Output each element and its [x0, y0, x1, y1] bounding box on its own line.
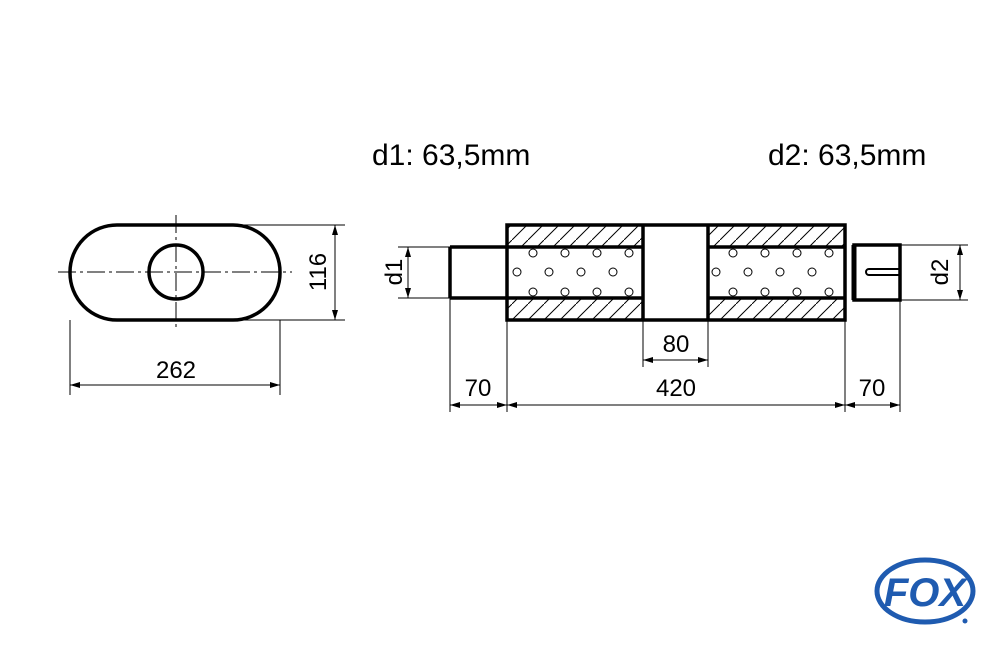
perforation-hole — [544, 267, 554, 277]
height-dim-text: 116 — [305, 253, 332, 291]
perforation-hole — [624, 287, 634, 297]
perforation-hole — [728, 248, 738, 258]
perforation-hole — [576, 267, 586, 277]
perforation-hole — [528, 287, 538, 297]
perforation-hole — [560, 287, 570, 297]
perforation-hole — [807, 267, 817, 277]
perforation-hole — [792, 248, 802, 258]
perforation-hole — [592, 248, 602, 258]
perforation-hole — [760, 248, 770, 258]
d2-diameter-label: d2: 63,5mm — [768, 139, 926, 172]
perforation-hole — [775, 267, 785, 277]
svg-text:FOX: FOX — [884, 571, 969, 615]
perforation-hole — [592, 287, 602, 297]
perforation-hole — [824, 248, 834, 258]
body-length-text: 420 — [656, 375, 696, 402]
perforation-hole — [624, 248, 634, 258]
d1-dim-text: d1 — [381, 259, 408, 286]
perforation-hole — [760, 287, 770, 297]
d2-dim-text: d2 — [927, 259, 954, 286]
perforations — [512, 248, 834, 297]
perforation-hole — [512, 267, 522, 277]
inlet-length-text: 70 — [465, 375, 492, 402]
perforation-hole — [528, 248, 538, 258]
outlet-pipe — [852, 243, 902, 302]
perforation-hole — [560, 248, 570, 258]
side-view: 262 116 — [58, 215, 345, 395]
front-view: d1 d2 70 420 70 80 — [381, 223, 968, 412]
center-chamber-text: 80 — [663, 331, 690, 358]
d1-diameter-label: d1: 63,5mm — [372, 139, 530, 172]
perforation-hole — [608, 267, 618, 277]
muffler-body — [505, 223, 847, 322]
perforation-hole — [728, 287, 738, 297]
perforation-hole — [711, 267, 721, 277]
perforation-hole — [824, 287, 834, 297]
perforation-hole — [743, 267, 753, 277]
width-dim-text: 262 — [156, 357, 196, 384]
fox-logo: FOX — [874, 557, 976, 625]
outlet-length-text: 70 — [859, 375, 886, 402]
perforation-hole — [792, 287, 802, 297]
outlet-slot — [865, 268, 900, 276]
